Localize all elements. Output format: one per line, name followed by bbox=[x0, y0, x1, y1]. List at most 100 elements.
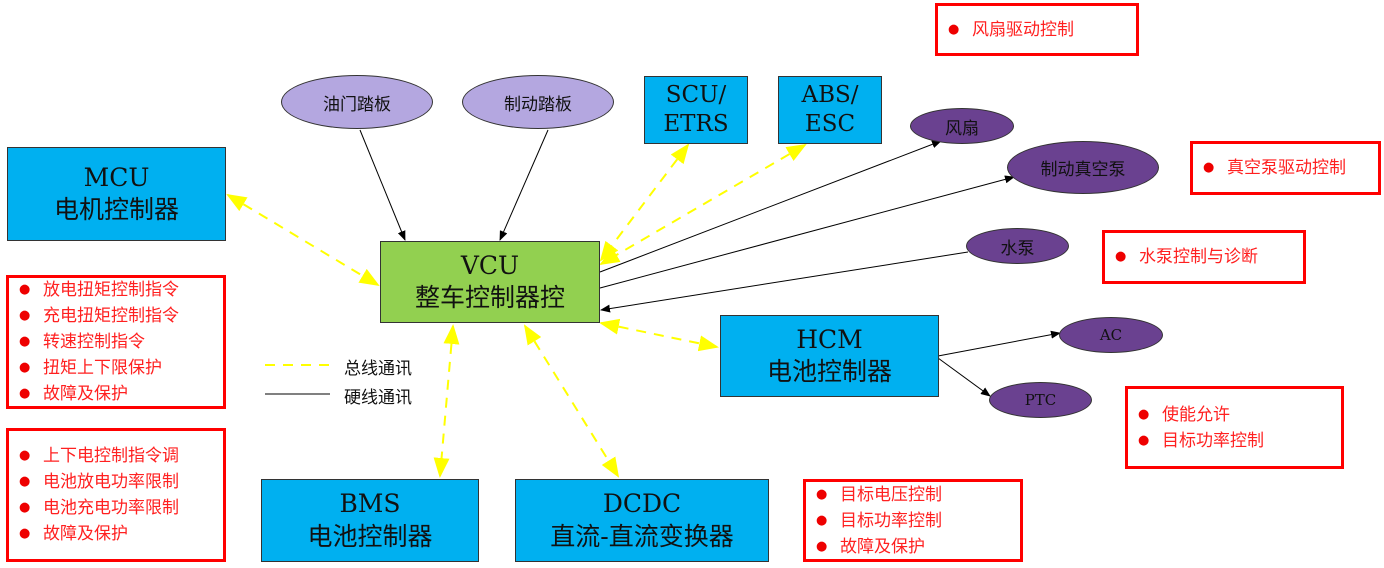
bullet-icon: ● bbox=[1138, 432, 1150, 448]
bms-box: BMS 电池控制器 bbox=[261, 479, 479, 562]
bullet-icon: ● bbox=[19, 386, 31, 401]
note-text: 充电扭矩控制指令 bbox=[43, 306, 179, 326]
bullet-icon: ● bbox=[19, 360, 31, 375]
note-text: 电池充电功率限制 bbox=[43, 498, 179, 518]
mcu-label: MCU bbox=[83, 162, 150, 192]
note-text: 故障及保护 bbox=[43, 384, 128, 404]
hcm-box: HCM 电池控制器 bbox=[720, 315, 939, 397]
throttle-pedal: 油门踏板 bbox=[281, 75, 433, 129]
note-text: 上下电控制指令调 bbox=[43, 446, 179, 466]
vcu-to-vacuum bbox=[599, 175, 1015, 289]
note-item: ● 放电扭矩控制指令 bbox=[19, 277, 223, 303]
mcu-box: MCU 电机控制器 bbox=[7, 147, 226, 241]
bullet-icon: ● bbox=[948, 21, 960, 37]
bullet-icon: ● bbox=[1138, 406, 1150, 422]
bullet-icon: ● bbox=[19, 500, 31, 515]
hcm-sublabel: 电池控制器 bbox=[766, 357, 892, 386]
bullet-icon: ● bbox=[1115, 249, 1127, 264]
legend-bus-label: 总线通讯 bbox=[344, 359, 412, 379]
abs-vcu-bus bbox=[599, 143, 807, 266]
vacuum-pump-node: 制动真空泵 bbox=[1007, 141, 1159, 194]
vcu-bms-bus bbox=[433, 324, 460, 478]
hcm-to-ac bbox=[937, 330, 1061, 357]
note-item: ● 电池放电功率限制 bbox=[19, 469, 223, 495]
mcu-sublabel: 电机控制器 bbox=[53, 195, 179, 224]
note-item: ● 转速控制指令 bbox=[19, 329, 223, 355]
hcm-to-ptc bbox=[937, 357, 991, 397]
dcdc-box: DCDC 直流-直流变换器 bbox=[515, 479, 769, 562]
vcu-hcm-bus bbox=[599, 318, 719, 352]
note-item: ● 故障及保护 bbox=[816, 534, 1020, 560]
bullet-icon: ● bbox=[816, 512, 828, 528]
bullet-icon: ● bbox=[19, 448, 31, 463]
bms-sublabel: 电池控制器 bbox=[307, 521, 433, 551]
mcu-note: ● 放电扭矩控制指令 ● 充电扭矩控制指令 ● 转速控制指令 ● 扭矩上下限保护 ● 故障… bbox=[6, 275, 226, 409]
bullet-icon: ● bbox=[19, 308, 31, 323]
note-item: ● 水泵控制与诊断 bbox=[1115, 244, 1303, 270]
bullet-icon: ● bbox=[1203, 160, 1215, 175]
note-text: 风扇驱动控制 bbox=[972, 19, 1074, 40]
note-text: 扭矩上下限保护 bbox=[43, 358, 162, 378]
note-item: ● 使能允许 bbox=[1138, 402, 1341, 428]
note-item: ● 上下电控制指令调 bbox=[19, 443, 223, 469]
note-item: ● 目标功率控制 bbox=[1138, 428, 1341, 454]
note-text: 故障及保护 bbox=[840, 536, 925, 557]
scu-sublabel: ETRS bbox=[663, 111, 729, 137]
note-item: ● 充电扭矩控制指令 bbox=[19, 303, 223, 329]
note-text: 水泵控制与诊断 bbox=[1139, 247, 1258, 267]
scu-label: SCU/ bbox=[665, 82, 727, 109]
note-item: ● 目标电压控制 bbox=[816, 482, 1020, 508]
brake-to-vcu bbox=[499, 129, 549, 241]
legend-hardwire-label: 硬线通讯 bbox=[344, 388, 412, 408]
note-item: ● 电池充电功率限制 bbox=[19, 495, 223, 521]
water-note: ● 水泵控制与诊断 bbox=[1102, 230, 1306, 284]
bullet-icon: ● bbox=[19, 474, 31, 489]
vcu-label: VCU bbox=[460, 250, 520, 280]
fan-note: ● 风扇驱动控制 bbox=[935, 3, 1139, 56]
note-item: ● 故障及保护 bbox=[19, 381, 223, 407]
bullet-icon: ● bbox=[19, 334, 31, 349]
note-text: 目标功率控制 bbox=[840, 510, 942, 531]
vcu-dcdc-bus bbox=[523, 324, 620, 478]
bms-note: ● 上下电控制指令调 ● 电池放电功率限制 ● 电池充电功率限制 ● 故障及保护 bbox=[6, 428, 226, 562]
bms-label: BMS bbox=[339, 489, 401, 518]
abs-label: ABS/ bbox=[801, 82, 859, 109]
note-item: ● 风扇驱动控制 bbox=[948, 17, 1136, 43]
dcdc-note: ● 目标电压控制 ● 目标功率控制 ● 故障及保护 bbox=[803, 479, 1023, 562]
dcdc-sublabel: 直流-直流变换器 bbox=[550, 521, 734, 551]
scu-box: SCU/ETRS bbox=[644, 76, 748, 144]
note-text: 真空泵驱动控制 bbox=[1227, 158, 1346, 178]
note-text: 目标电压控制 bbox=[840, 484, 942, 505]
dcdc-label: DCDC bbox=[602, 489, 682, 518]
bullet-icon: ● bbox=[19, 526, 31, 541]
water-pump-node: 水泵 bbox=[966, 228, 1069, 264]
bullet-icon: ● bbox=[816, 486, 828, 502]
note-text: 放电扭矩控制指令 bbox=[43, 280, 179, 300]
note-text: 电池放电功率限制 bbox=[43, 472, 179, 492]
throttle-to-vcu bbox=[359, 129, 406, 241]
abs-sublabel: ESC bbox=[804, 111, 856, 137]
ptc-node: PTC bbox=[989, 382, 1092, 418]
bullet-icon: ● bbox=[19, 282, 31, 297]
note-text: 使能允许 bbox=[1162, 404, 1230, 425]
ac-node: AC bbox=[1059, 317, 1163, 353]
bullet-icon: ● bbox=[816, 538, 828, 554]
note-item: ● 扭矩上下限保护 bbox=[19, 355, 223, 381]
note-text: 目标功率控制 bbox=[1162, 430, 1264, 451]
vcu-to-fan bbox=[599, 140, 942, 273]
abs-box: ABS/ESC bbox=[778, 76, 882, 144]
hcm-note: ● 使能允许 ● 目标功率控制 bbox=[1125, 386, 1344, 469]
note-text: 故障及保护 bbox=[43, 524, 128, 544]
fan-node: 风扇 bbox=[910, 108, 1014, 144]
note-text: 转速控制指令 bbox=[43, 332, 145, 352]
water-to-vcu bbox=[600, 251, 969, 313]
mcu-vcu-bus bbox=[226, 193, 380, 287]
note-item: ● 真空泵驱动控制 bbox=[1203, 155, 1378, 181]
note-item: ● 故障及保护 bbox=[19, 521, 223, 547]
vcu-box: VCU 整车控制器控 bbox=[380, 241, 600, 323]
hcm-label: HCM bbox=[796, 324, 863, 354]
note-item: ● 目标功率控制 bbox=[816, 508, 1020, 534]
vcu-sublabel: 整车控制器控 bbox=[414, 283, 565, 312]
